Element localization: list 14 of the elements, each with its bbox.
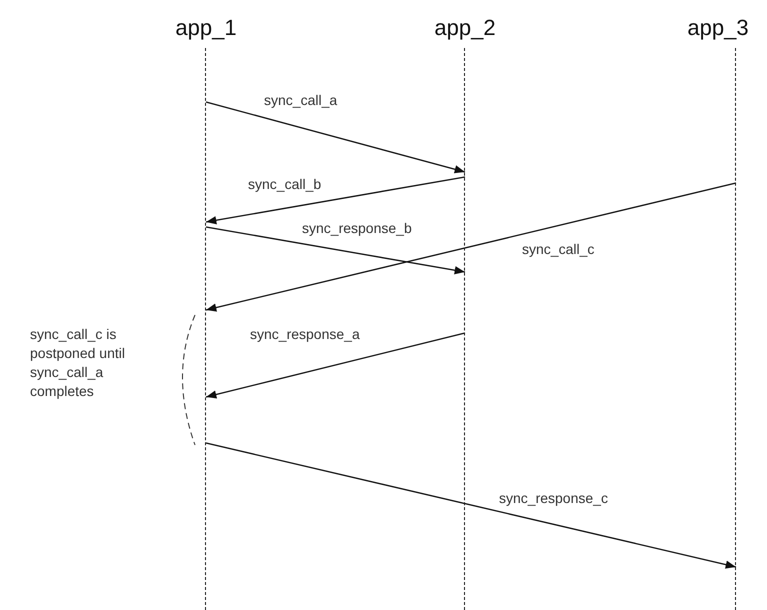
message-arrow xyxy=(206,442,736,569)
edge-label: sync_response_b xyxy=(300,220,414,237)
lifeline-title: app_2 xyxy=(433,14,497,42)
message-arrow xyxy=(206,182,736,312)
lifeline-title: app_3 xyxy=(686,14,750,42)
message-arrow xyxy=(206,226,466,274)
message-arrow xyxy=(206,101,466,174)
lifeline-title: app_1 xyxy=(174,14,238,42)
edge-label: sync_call_b xyxy=(246,176,324,193)
edge-label: sync_call_a xyxy=(262,92,340,109)
message-arrow xyxy=(206,332,466,399)
edge-label: sync_call_c xyxy=(520,241,596,258)
note-text: sync_call_c is postponed until sync_call_a completes xyxy=(30,325,126,401)
message-arrow xyxy=(206,176,466,224)
